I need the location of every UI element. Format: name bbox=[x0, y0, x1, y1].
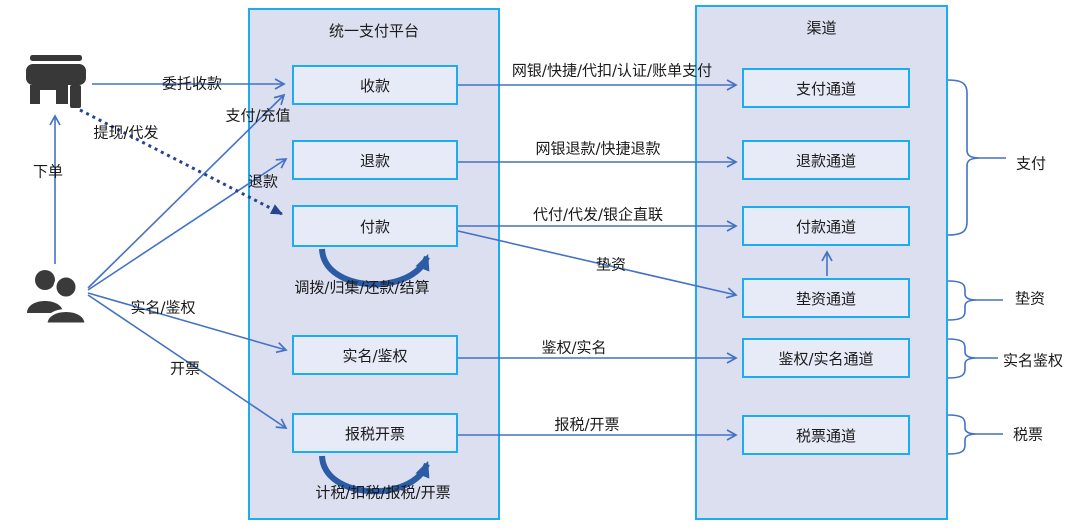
users-icon bbox=[27, 270, 88, 326]
label-tax-loop: 计税/扣税/报税/开票 bbox=[315, 483, 451, 502]
node-refund-channel: 退款通道 bbox=[742, 140, 910, 180]
label-pay-topup: 支付/充值 bbox=[225, 106, 291, 125]
node-tax: 报税开票 bbox=[292, 413, 458, 453]
group-label-advance: 垫资 bbox=[1015, 289, 1046, 308]
node-auth-channel: 鉴权/实名通道 bbox=[742, 338, 910, 378]
node-payout-channel: 付款通道 bbox=[742, 206, 910, 246]
brace-tax bbox=[947, 414, 978, 455]
group-label-tax: 税票 bbox=[1013, 425, 1044, 444]
group-label-pay: 支付 bbox=[1016, 154, 1047, 173]
node-taxinvoice-channel: 税票通道 bbox=[742, 415, 910, 455]
brace-advance bbox=[947, 280, 978, 321]
label-auth-channel: 鉴权/实名 bbox=[541, 338, 607, 357]
label-tax-channel: 报税/开票 bbox=[554, 415, 620, 434]
group-label-auth: 实名鉴权 bbox=[1003, 351, 1064, 370]
node-advance-channel: 垫资通道 bbox=[742, 278, 910, 318]
label-realname: 实名/鉴权 bbox=[130, 298, 196, 317]
platform-title: 统一支付平台 bbox=[328, 22, 419, 40]
node-pay-channel: 支付通道 bbox=[742, 68, 910, 108]
label-refund: 退款 bbox=[247, 172, 279, 191]
label-refund-channel: 网银退款/快捷退款 bbox=[535, 139, 661, 158]
label-payout-loop: 调拨/归集/还款/结算 bbox=[294, 278, 430, 297]
label-place-order: 下单 bbox=[32, 162, 64, 181]
node-realname: 实名/鉴权 bbox=[292, 335, 458, 375]
brace-auth bbox=[947, 338, 978, 379]
group-braces bbox=[947, 79, 1006, 455]
label-collect-channel: 网银/快捷/代扣/认证/账单支付 bbox=[511, 61, 713, 80]
node-refund: 退款 bbox=[292, 140, 458, 180]
label-withdraw: 提现/代发 bbox=[93, 123, 159, 142]
channel-title: 渠道 bbox=[806, 19, 837, 37]
label-advance: 垫资 bbox=[595, 255, 627, 274]
node-payout: 付款 bbox=[292, 205, 458, 247]
node-collect: 收款 bbox=[292, 65, 458, 105]
label-merchant-to-collect: 委托收款 bbox=[161, 74, 223, 93]
store-icon bbox=[26, 55, 86, 108]
label-invoice: 开票 bbox=[169, 359, 201, 378]
label-payout-channel: 代付/代发/银企直联 bbox=[532, 205, 664, 224]
brace-pay bbox=[947, 79, 982, 236]
